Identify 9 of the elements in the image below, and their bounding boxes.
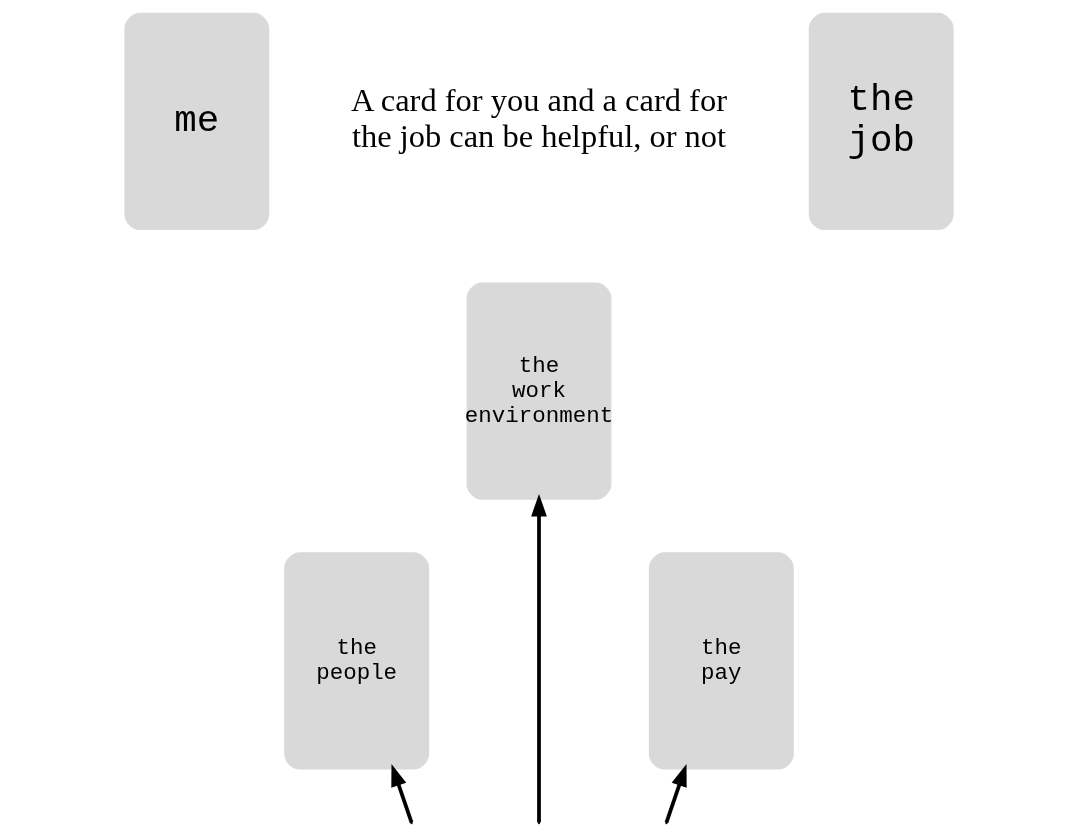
arrow bbox=[530, 493, 547, 823]
node-box: the work environment bbox=[466, 282, 611, 500]
node-box: the job bbox=[808, 12, 954, 231]
arrow bbox=[664, 763, 687, 824]
arrow bbox=[390, 763, 413, 824]
node-box: the people bbox=[283, 552, 429, 770]
node-box: the pay bbox=[648, 552, 794, 770]
label: A card for you and a card for the job can be helpful, or not bbox=[350, 82, 727, 155]
node-box: me bbox=[123, 12, 269, 231]
